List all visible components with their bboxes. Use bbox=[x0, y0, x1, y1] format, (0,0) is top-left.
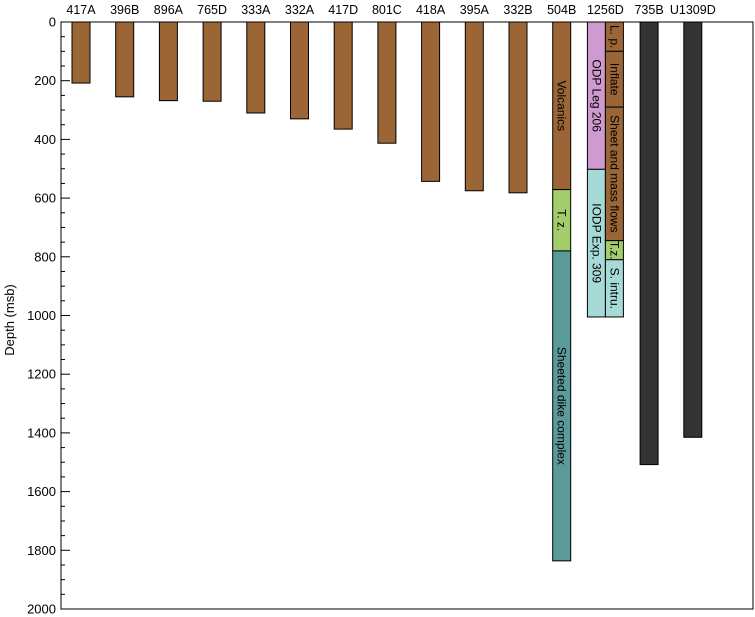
bar-417a bbox=[71, 21, 91, 84]
bars-layer: Volcanics T. z. Sheeted dike complex ODP Le… bbox=[71, 21, 703, 562]
bar-segment bbox=[246, 21, 266, 114]
y-axis-title: Depth (msb) bbox=[2, 284, 17, 356]
hole-label: 395A bbox=[460, 3, 490, 17]
segment-label: L. p. bbox=[607, 25, 621, 48]
hole-label: 332A bbox=[285, 3, 315, 17]
bar-segment bbox=[508, 21, 528, 194]
y-tick-label: 400 bbox=[34, 132, 56, 147]
bar-segment bbox=[604, 259, 624, 318]
y-tick-label: 0 bbox=[49, 15, 56, 30]
bar-u1309d bbox=[683, 21, 703, 438]
bar-segment bbox=[421, 21, 441, 182]
bar-765d bbox=[202, 21, 222, 102]
segment-label: T.z. bbox=[607, 241, 621, 260]
bar-735b bbox=[639, 21, 659, 466]
y-tick-label: 1200 bbox=[27, 367, 56, 382]
y-tick-label: 600 bbox=[34, 191, 56, 206]
segment-label: S. intru. bbox=[607, 268, 621, 309]
bar-segment bbox=[464, 21, 484, 192]
segment-label: ODP Leg 206 bbox=[589, 59, 603, 132]
bar-801c bbox=[377, 21, 397, 144]
bar-332b bbox=[508, 21, 528, 194]
hole-label: 896A bbox=[154, 3, 184, 17]
y-tick-label: 1000 bbox=[27, 308, 56, 323]
bar-504b: Volcanics T. z. Sheeted dike complex bbox=[552, 21, 572, 562]
y-tick-label: 1600 bbox=[27, 484, 56, 499]
bar-417d bbox=[333, 21, 353, 130]
bar-segment bbox=[552, 250, 572, 562]
hole-label: 1256D bbox=[587, 3, 624, 17]
bar-segment bbox=[202, 21, 222, 102]
y-tick-label: 1400 bbox=[27, 425, 56, 440]
bar-332a bbox=[290, 21, 309, 120]
bar-segment bbox=[377, 21, 397, 144]
plot-frame bbox=[60, 21, 754, 610]
hole-label: 417A bbox=[66, 3, 96, 17]
hole-labels: 417A 396B 896A 765D 333A 332A 417D 801C 418A 395A… bbox=[66, 3, 715, 17]
hole-label: 504B bbox=[547, 3, 576, 17]
hole-label: 332B bbox=[503, 3, 532, 17]
bar-896a bbox=[158, 21, 178, 102]
bar-395a bbox=[464, 21, 484, 192]
hole-label: U1309D bbox=[670, 3, 716, 17]
segment-label: Sheeted dike complex bbox=[555, 347, 569, 465]
y-axis-ticks: 0 200 400 600 800 1000 1200 1400 1600 1800 2000 bbox=[27, 15, 70, 617]
hole-label: 801C bbox=[372, 3, 402, 17]
bar-segment bbox=[333, 21, 353, 130]
segment-label: Inflate bbox=[607, 63, 621, 96]
y-tick-label: 200 bbox=[34, 73, 56, 88]
y-tick-label: 1800 bbox=[27, 543, 56, 558]
bar-segment bbox=[115, 21, 135, 98]
hole-label: 396B bbox=[110, 3, 139, 17]
bar-396b bbox=[115, 21, 135, 98]
segment-label: IODP Exp. 309 bbox=[589, 203, 603, 283]
hole-label: 735B bbox=[634, 3, 663, 17]
bar-segment bbox=[290, 21, 309, 120]
bar-333a bbox=[246, 21, 266, 114]
y-tick-label: 2000 bbox=[27, 602, 56, 617]
segment-label: Volcanics bbox=[555, 80, 569, 131]
hole-label: 333A bbox=[241, 3, 271, 17]
y-tick-label: 800 bbox=[34, 249, 56, 264]
segment-label: Sheet and mass flows bbox=[607, 115, 621, 232]
segment-label: T. z. bbox=[555, 209, 569, 231]
hole-label: 765D bbox=[197, 3, 227, 17]
hole-label: 418A bbox=[416, 3, 446, 17]
bar-segment bbox=[639, 21, 659, 466]
bar-segment bbox=[683, 21, 703, 438]
bar-segment bbox=[158, 21, 178, 102]
y-axis-label: Depth (msb) bbox=[2, 284, 17, 356]
hole-label: 417D bbox=[328, 3, 358, 17]
bar-segment bbox=[71, 21, 91, 84]
bar-418a bbox=[421, 21, 441, 182]
